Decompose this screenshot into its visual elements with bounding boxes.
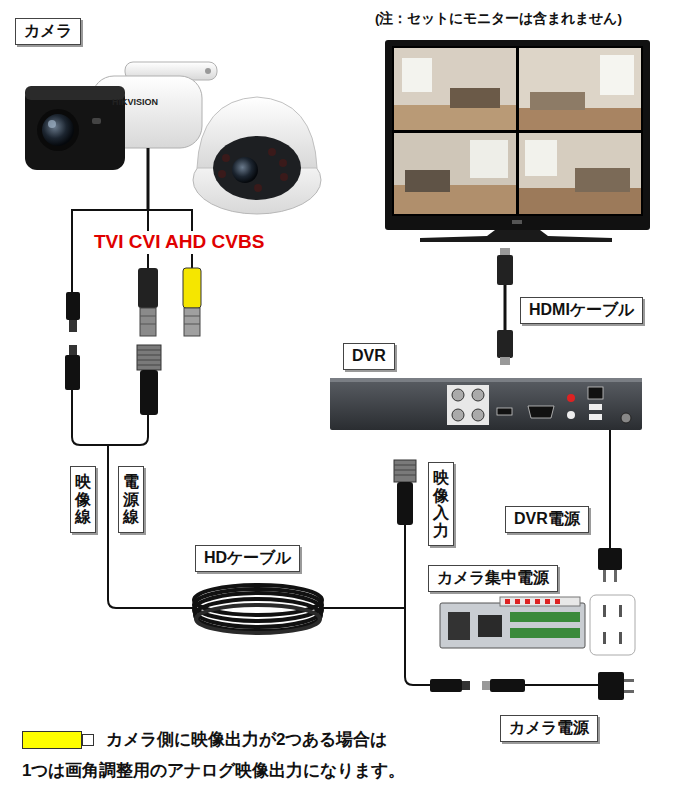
hdmi-cable [497,248,513,365]
dvr-recorder [330,378,642,430]
label-text: HDMIケーブル [529,300,634,321]
label-box: カメラ電源 [500,715,598,742]
label-box: DVR [343,343,395,370]
hd-cable-wires [72,390,430,685]
label-text: カメラ集中電源 [437,568,549,589]
pigtail-connectors [66,268,201,336]
label-text: 映像線 [75,473,91,526]
camera-power-plugs [430,672,634,700]
monitor [385,40,650,242]
label-box: HDケーブル [195,545,300,572]
vertical-label-box: 映像線 [70,466,96,533]
power-supply-unit [440,597,585,648]
label-box: DVR電源 [505,506,589,533]
label-text: カメラ電源 [509,718,589,739]
vertical-label-box: 電源線 [118,466,144,533]
label-text: DVR [352,346,386,367]
vertical-label-box: 映像入力 [428,462,454,546]
signal-types: TVI CVI AHD CVBS [92,231,266,254]
label-text: HDケーブル [204,548,291,569]
hd-cable-coil [194,585,322,633]
wall-outlet [590,595,635,655]
legend-swatch [22,731,82,749]
label-text: DVR電源 [514,509,580,530]
note-text: (注：セットにモニターは含まれません) [375,11,622,27]
legend-text: カメラ側に映像出力が2つある場合は 1つは画角調整用のアナログ映像出力になります… [22,724,492,786]
bullet-camera [25,62,217,210]
label-text: 電源線 [123,473,139,526]
connector-tip [82,734,94,746]
label-box: カメラ [15,18,81,45]
brand-mark: HIKVISION [112,97,158,108]
label-text: 映像入力 [433,469,449,539]
dvr-power-plug [598,430,622,582]
label-box: カメラ集中電源 [428,565,558,592]
label-box: HDMIケーブル [520,297,643,324]
label-text: カメラ [24,21,72,42]
dome-camera [193,97,321,214]
